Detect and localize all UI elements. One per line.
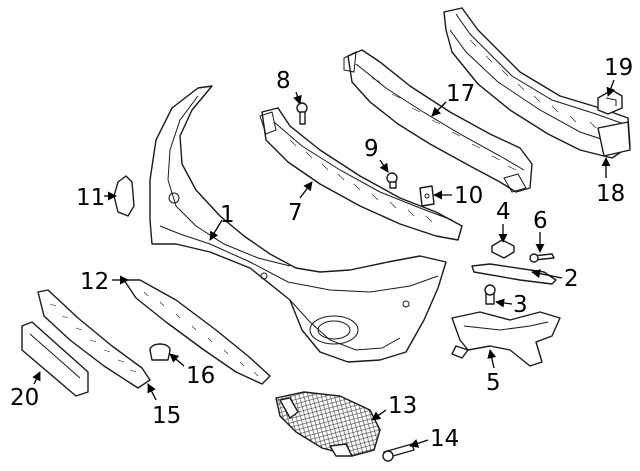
callout-9: 9 [364, 136, 379, 162]
callout-16: 16 [186, 363, 215, 389]
lower-trim-part [123, 279, 271, 385]
bracket-10-part [419, 185, 435, 207]
nut-4-part [491, 239, 515, 259]
callout-2: 2 [564, 266, 579, 292]
callout-labels: 1 2 3 4 5 6 7 8 9 10 11 12 13 14 15 16 1… [10, 55, 633, 452]
leader-1 [209, 219, 223, 241]
clip-3-part [484, 284, 496, 305]
callout-14: 14 [430, 426, 459, 452]
callout-19: 19 [604, 55, 633, 81]
screw-14-part [382, 443, 415, 462]
reinforcement-beam-part [443, 7, 631, 159]
leader-15 [147, 383, 157, 401]
callout-6: 6 [533, 208, 548, 234]
rivet-6-part [529, 253, 555, 263]
leader-14 [409, 439, 429, 448]
license-bracket-part [21, 321, 89, 397]
leader-9 [379, 159, 389, 173]
leader-5 [487, 349, 497, 369]
leader-8 [293, 91, 302, 105]
callout-1: 1 [220, 202, 235, 228]
callout-12: 12 [80, 269, 109, 295]
callout-4: 4 [496, 199, 511, 225]
leader-2 [531, 269, 563, 279]
leader-17 [431, 101, 447, 117]
callout-10: 10 [454, 183, 483, 209]
leader-7 [299, 181, 313, 199]
leader-20 [32, 371, 41, 385]
callout-7: 7 [288, 200, 303, 226]
callout-8: 8 [276, 68, 291, 94]
leader-3 [495, 298, 513, 308]
side-bracket-part [451, 311, 561, 367]
bolt-8-part [296, 102, 308, 125]
absorber-part [343, 49, 533, 193]
callout-11: 11 [76, 185, 105, 211]
callout-5: 5 [486, 370, 501, 396]
leader-13 [371, 409, 387, 421]
callout-18: 18 [596, 181, 625, 207]
guide-strip-part [471, 263, 557, 285]
callout-3: 3 [513, 292, 528, 318]
side-cover-part [113, 175, 135, 217]
leader-19 [606, 79, 616, 97]
callout-13: 13 [388, 393, 417, 419]
lower-grille-part [37, 289, 151, 389]
callout-17: 17 [446, 81, 475, 107]
clip-9-part [386, 172, 398, 189]
bumper-cover-part [149, 85, 447, 363]
callout-20: 20 [10, 385, 39, 411]
leader-16 [169, 353, 185, 367]
fog-grille-part [275, 391, 381, 457]
grommet-part [149, 343, 171, 361]
leader-lines [32, 79, 616, 448]
callout-15: 15 [152, 403, 181, 429]
lower-carrier-part [259, 107, 463, 241]
bracket-19-part [597, 89, 623, 115]
